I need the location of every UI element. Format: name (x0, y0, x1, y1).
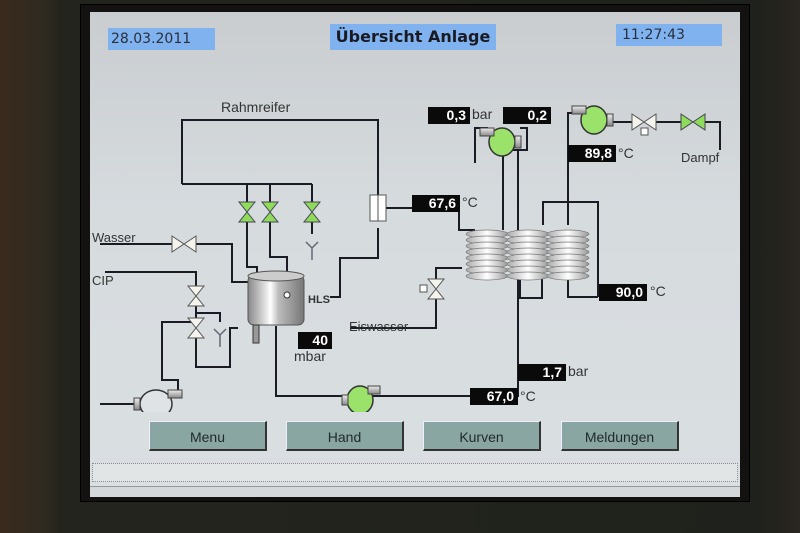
sight-glass (369, 194, 387, 222)
valve-rahmreifer-1 (237, 201, 257, 223)
pressure-2-value: 0,2 (503, 107, 551, 124)
valve-dampf (680, 113, 706, 131)
hand-button[interactable]: Hand (286, 421, 404, 451)
valve-wasser (171, 235, 197, 253)
temp-feed-value: 67,0 (470, 388, 518, 405)
hmi-screen: 28.03.2011 Übersicht Anlage 11:27:43 (90, 12, 740, 497)
kurven-button[interactable]: Kurven (423, 421, 541, 451)
label-cip: CIP (92, 273, 114, 288)
label-wasser: Wasser (92, 230, 136, 245)
pressure-feed-value: 1,7 (518, 364, 566, 381)
pump-exchanger (479, 127, 522, 157)
pump-feed (341, 385, 381, 412)
valve-cip-1 (186, 285, 206, 307)
coil-ring (506, 271, 550, 281)
heat-exchanger (465, 229, 590, 281)
coil-stack-1 (465, 229, 509, 281)
valve-rahmreifer-2 (260, 201, 280, 223)
pump-steam (571, 105, 614, 135)
tank-pressure-value: 40 (298, 332, 332, 349)
temp-steam-value: 89,8 (568, 145, 616, 162)
label-dampf: Dampf (681, 150, 720, 165)
valve-steam-control (631, 113, 657, 136)
meldungen-button[interactable]: Meldungen (561, 421, 679, 451)
tank-pressure-unit: mbar (294, 348, 326, 364)
coil-ring (546, 271, 590, 281)
coil-stack-3 (546, 229, 590, 281)
label-eiswasser: Eiswasser (349, 319, 409, 334)
temp-feed-unit: °C (520, 388, 536, 404)
coil-ring (465, 271, 509, 281)
coil-stack-2 (506, 229, 550, 281)
status-bar (92, 463, 738, 482)
valves (171, 113, 706, 339)
pressure-1-value: 0,3 (428, 107, 470, 124)
drain-symbols (213, 241, 319, 347)
time-display: 11:27:43 (616, 24, 722, 46)
date-display: 28.03.2011 (108, 28, 215, 50)
valve-rahmreifer-3 (302, 201, 322, 223)
pressure-1-unit: bar (472, 106, 493, 122)
menu-button[interactable]: Menu (149, 421, 267, 451)
bottom-bar (90, 486, 740, 497)
temp-outlet-unit: °C (650, 283, 666, 299)
process-diagram (100, 105, 721, 412)
tank-hls (247, 270, 305, 344)
temp-inlet-unit: °C (462, 194, 478, 210)
page-title: Übersicht Anlage (330, 24, 496, 50)
pipe-rahmreifer-loop (181, 119, 379, 208)
label-rahmreifer: Rahmreifer (221, 99, 291, 115)
temp-steam-unit: °C (618, 145, 634, 161)
temp-inlet-value: 67,6 (412, 195, 460, 212)
pump-cip (133, 389, 183, 412)
valve-eiswasser (419, 278, 446, 300)
label-hls: HLS (308, 294, 330, 306)
temp-outlet-value: 90,0 (599, 284, 647, 301)
pressure-feed-unit: bar (568, 363, 589, 379)
valve-cip-2 (186, 317, 206, 339)
